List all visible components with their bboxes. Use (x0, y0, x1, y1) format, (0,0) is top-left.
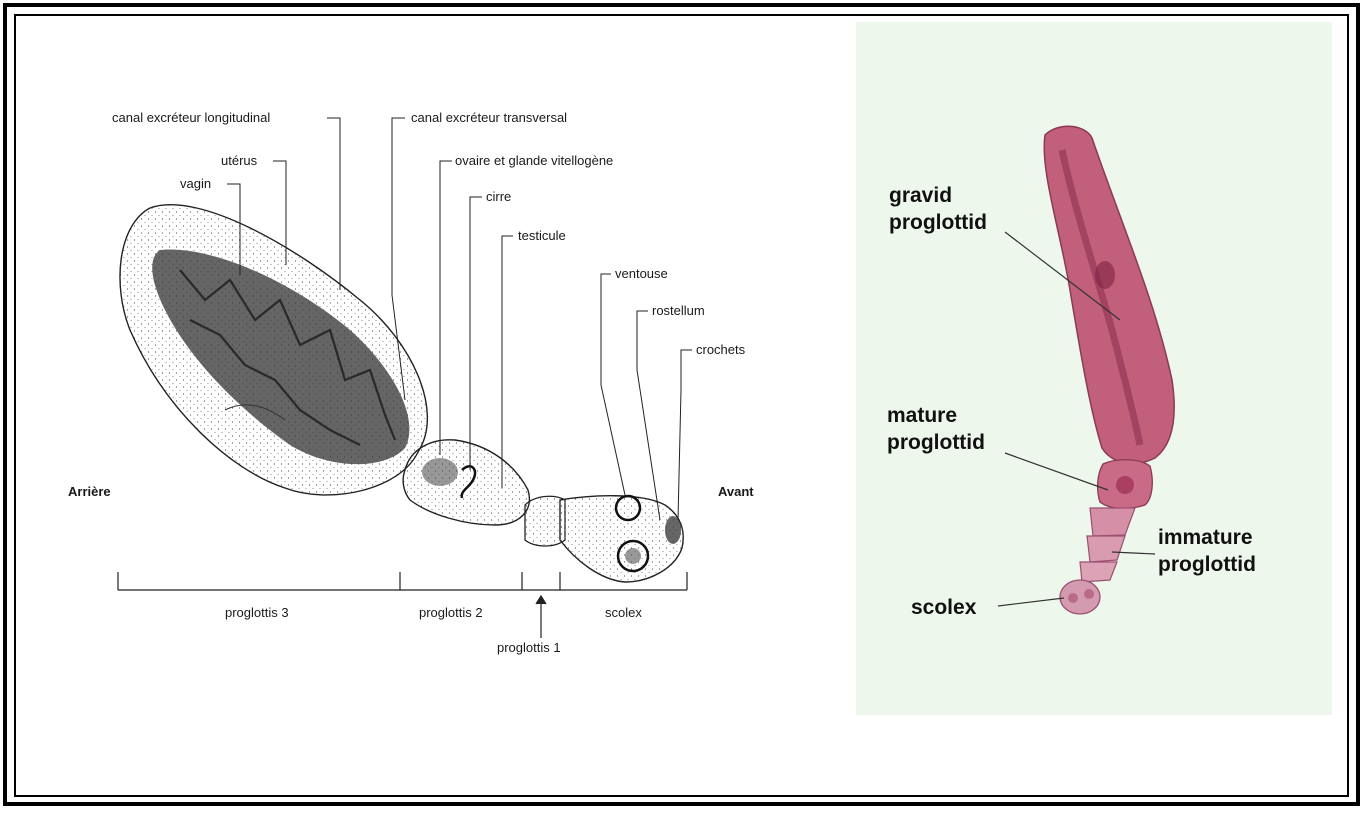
label-gravid-line1: gravid (889, 182, 987, 209)
leader-scolex (998, 598, 1064, 606)
label-mature-line2: proglottid (887, 429, 985, 456)
immature-proglottid (1090, 508, 1135, 536)
label-immature-line1: immature (1158, 524, 1256, 551)
leader-mature (1005, 453, 1108, 490)
label-immature-proglottid: immature proglottid (1158, 524, 1256, 578)
label-immature-line2: proglottid (1158, 551, 1256, 578)
label-mature-line1: mature (887, 402, 985, 429)
label-micro-scolex: scolex (911, 594, 976, 621)
micro-scolex (1060, 580, 1100, 614)
label-gravid-proglottid: gravid proglottid (889, 182, 987, 236)
label-mature-proglottid: mature proglottid (887, 402, 985, 456)
gravid-proglottid (1044, 126, 1174, 463)
label-gravid-line2: proglottid (889, 209, 987, 236)
